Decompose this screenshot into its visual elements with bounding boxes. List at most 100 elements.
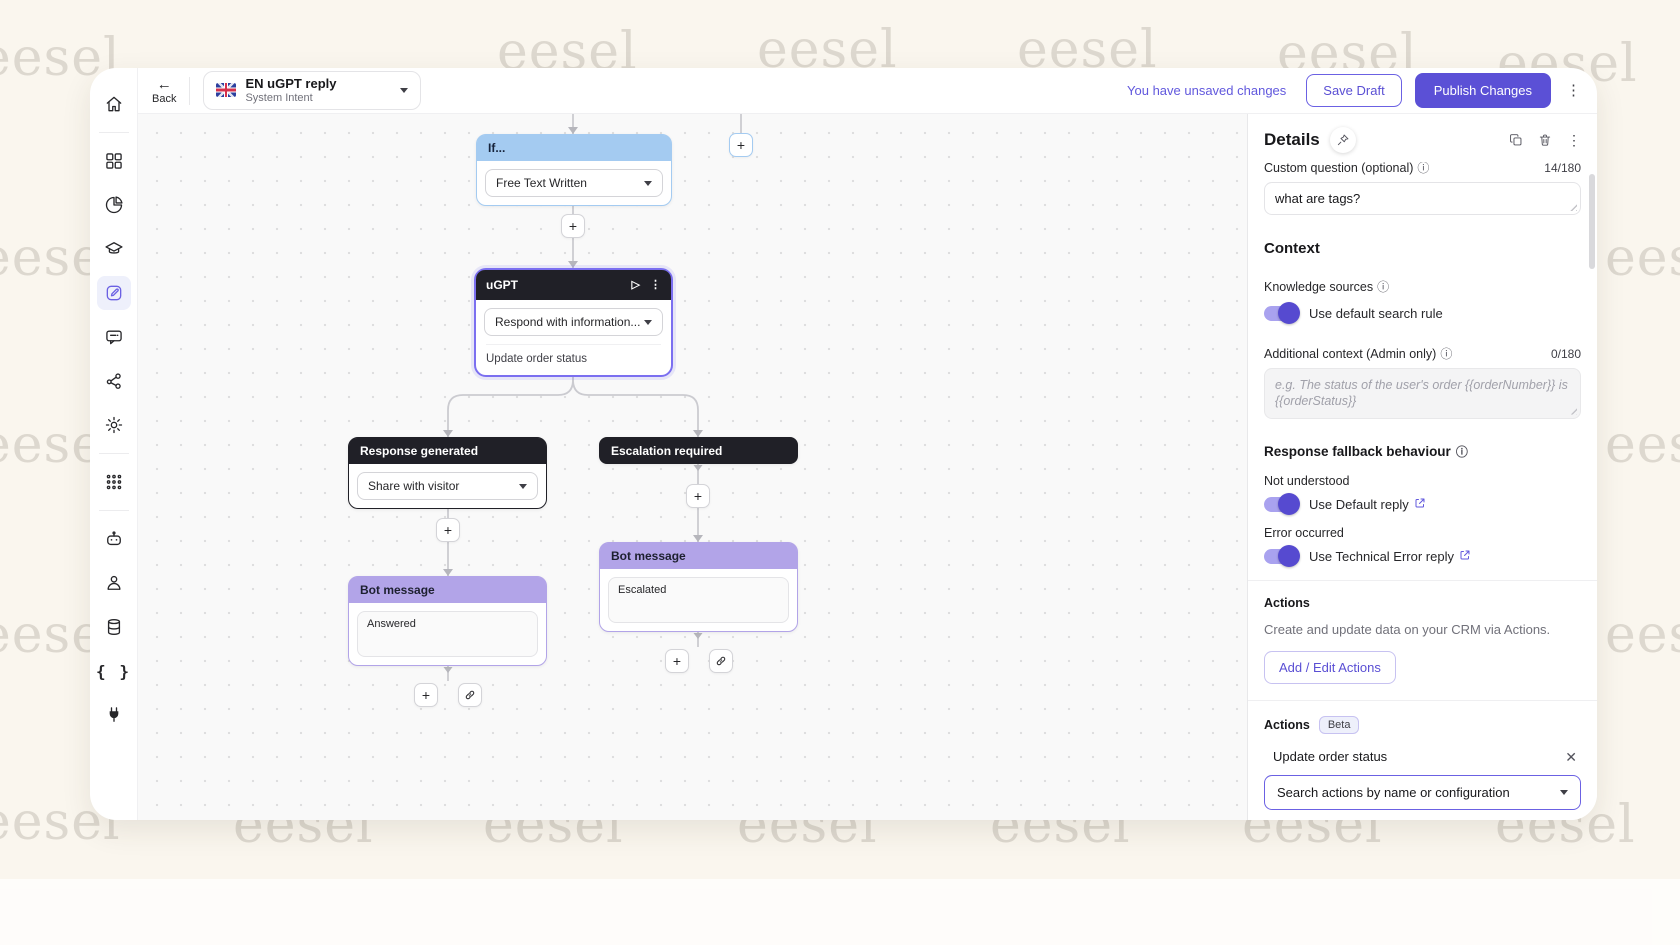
copy-icon[interactable] xyxy=(1509,133,1523,147)
app-window: { } ← Back EN uGPT reply System Intent Y… xyxy=(90,68,1597,820)
remove-action-icon[interactable]: ✕ xyxy=(1565,748,1577,765)
trash-icon[interactable] xyxy=(1538,133,1552,147)
add-node-button[interactable]: + xyxy=(561,214,585,238)
bot-message-textarea[interactable]: Answered xyxy=(357,611,538,657)
node-header: Response generated xyxy=(349,438,546,464)
ugpt-action-label: Update order status xyxy=(486,344,661,365)
details-panel: Details ⋮ Custom question (optional)ⓘ 14… xyxy=(1247,114,1597,820)
main-area: ← Back EN uGPT reply System Intent You h… xyxy=(138,68,1597,820)
unsaved-changes-text: You have unsaved changes xyxy=(1127,83,1287,98)
uk-flag-icon xyxy=(216,83,237,98)
resize-grip-icon[interactable] xyxy=(1568,405,1577,415)
watermark-text: eesel xyxy=(1605,415,1680,475)
apps-grid-icon[interactable] xyxy=(97,465,131,499)
char-counter: 0/180 xyxy=(1550,346,1581,361)
node-bot-message-escalated[interactable]: Bot message Escalated xyxy=(599,542,798,632)
error-occurred-label: Error occurred xyxy=(1264,525,1344,540)
resize-grip-icon[interactable] xyxy=(1568,202,1577,211)
flow-canvas[interactable]: If... Free Text Written + + uGPT ▷ xyxy=(138,114,1247,820)
chevron-down-icon xyxy=(644,319,652,325)
add-node-button[interactable]: + xyxy=(414,683,438,707)
add-node-button[interactable]: + xyxy=(436,518,460,542)
code-braces-icon[interactable]: { } xyxy=(96,661,131,681)
action-item-row: Update order status ✕ xyxy=(1264,747,1581,766)
add-edit-actions-button[interactable]: Add / Edit Actions xyxy=(1264,651,1396,685)
share-nodes-icon[interactable] xyxy=(97,364,131,398)
pin-icon[interactable] xyxy=(1329,127,1356,153)
ugpt-mode-select[interactable]: Respond with information... xyxy=(484,308,663,336)
details-scroll-area[interactable]: Custom question (optional)ⓘ 14/180 what … xyxy=(1248,162,1597,820)
top-bar: ← Back EN uGPT reply System Intent You h… xyxy=(138,68,1597,114)
link-node-button[interactable] xyxy=(458,683,482,707)
if-condition-select[interactable]: Free Text Written xyxy=(485,169,663,197)
custom-question-input[interactable]: what are tags? xyxy=(1264,182,1581,215)
custom-question-label: Custom question (optional)ⓘ xyxy=(1264,162,1429,176)
add-node-button[interactable]: + xyxy=(686,484,710,508)
edit-compose-icon[interactable] xyxy=(96,276,131,310)
actions-heading: Actions xyxy=(1264,595,1310,610)
char-counter: 14/180 xyxy=(1544,162,1581,175)
response-share-select[interactable]: Share with visitor xyxy=(357,472,538,500)
toggle-label: Use Technical Error reply xyxy=(1309,549,1471,564)
info-icon[interactable]: ⓘ xyxy=(1455,444,1468,459)
intent-selector[interactable]: EN uGPT reply System Intent xyxy=(203,70,422,111)
node-escalation-required[interactable]: Escalation required xyxy=(599,437,798,464)
default-search-rule-toggle[interactable] xyxy=(1264,302,1300,324)
details-kebab-icon[interactable]: ⋮ xyxy=(1567,131,1581,148)
actions-description: Create and update data on your CRM via A… xyxy=(1264,621,1551,637)
beta-badge: Beta xyxy=(1318,716,1360,735)
technical-error-reply-toggle[interactable] xyxy=(1264,544,1300,567)
settings-gear-icon[interactable] xyxy=(97,408,131,442)
database-icon[interactable] xyxy=(97,610,131,644)
back-button[interactable]: ← Back xyxy=(152,75,177,105)
publish-changes-button[interactable]: Publish Changes xyxy=(1414,73,1551,108)
chat-bubble-icon[interactable] xyxy=(97,320,131,354)
info-icon[interactable]: ⓘ xyxy=(1377,280,1390,294)
node-response-generated[interactable]: Response generated Share with visitor xyxy=(348,437,547,509)
dashboard-grid-icon[interactable] xyxy=(97,144,131,178)
toggle-label: Use default search rule xyxy=(1309,306,1443,321)
bot-icon[interactable] xyxy=(97,522,131,556)
details-title: Details xyxy=(1264,130,1320,149)
content-row: If... Free Text Written + + uGPT ▷ xyxy=(138,114,1597,820)
sidebar-divider xyxy=(98,132,129,133)
left-sidebar: { } xyxy=(90,68,138,820)
link-node-button[interactable] xyxy=(709,649,733,673)
info-icon[interactable]: ⓘ xyxy=(1417,162,1430,175)
node-header: Bot message xyxy=(600,543,797,569)
node-if[interactable]: If... Free Text Written xyxy=(476,134,672,206)
node-if-header: If... xyxy=(477,135,671,161)
external-link-icon[interactable] xyxy=(1414,497,1426,512)
node-ugpt[interactable]: uGPT ▷ ⋮ Respond with information... Upd… xyxy=(474,268,673,377)
default-reply-toggle[interactable] xyxy=(1264,492,1300,515)
node-kebab-icon[interactable]: ⋮ xyxy=(650,278,661,291)
external-link-icon[interactable] xyxy=(1459,549,1471,564)
topbar-kebab-icon[interactable]: ⋮ xyxy=(1566,82,1581,99)
graduation-cap-icon[interactable] xyxy=(97,232,131,266)
add-node-button[interactable]: + xyxy=(665,649,689,673)
bottom-fade-band xyxy=(0,879,1680,945)
save-draft-button[interactable]: Save Draft xyxy=(1306,74,1402,107)
home-icon[interactable] xyxy=(97,87,131,121)
intent-title: EN uGPT reply xyxy=(245,75,337,91)
back-arrow-icon: ← xyxy=(156,75,172,93)
pie-chart-icon[interactable] xyxy=(97,188,131,222)
topbar-divider xyxy=(189,76,191,105)
panel-scrollbar-thumb[interactable] xyxy=(1589,174,1595,269)
section-divider xyxy=(1248,579,1597,581)
plug-icon[interactable] xyxy=(97,698,131,732)
info-icon[interactable]: ⓘ xyxy=(1440,347,1453,361)
add-node-button[interactable]: + xyxy=(729,133,753,157)
play-icon[interactable]: ▷ xyxy=(631,278,640,291)
not-understood-label: Not understood xyxy=(1264,473,1350,488)
action-item-label: Update order status xyxy=(1273,749,1388,765)
intent-subtitle: System Intent xyxy=(245,91,313,104)
bot-message-textarea[interactable]: Escalated xyxy=(608,577,789,623)
person-icon[interactable] xyxy=(97,566,131,600)
additional-context-input[interactable]: e.g. The status of the user's order {{or… xyxy=(1264,368,1581,419)
search-actions-select[interactable]: Search actions by name or configuration xyxy=(1264,775,1581,811)
node-bot-message-answered[interactable]: Bot message Answered xyxy=(348,576,547,666)
details-header: Details ⋮ xyxy=(1248,114,1597,162)
